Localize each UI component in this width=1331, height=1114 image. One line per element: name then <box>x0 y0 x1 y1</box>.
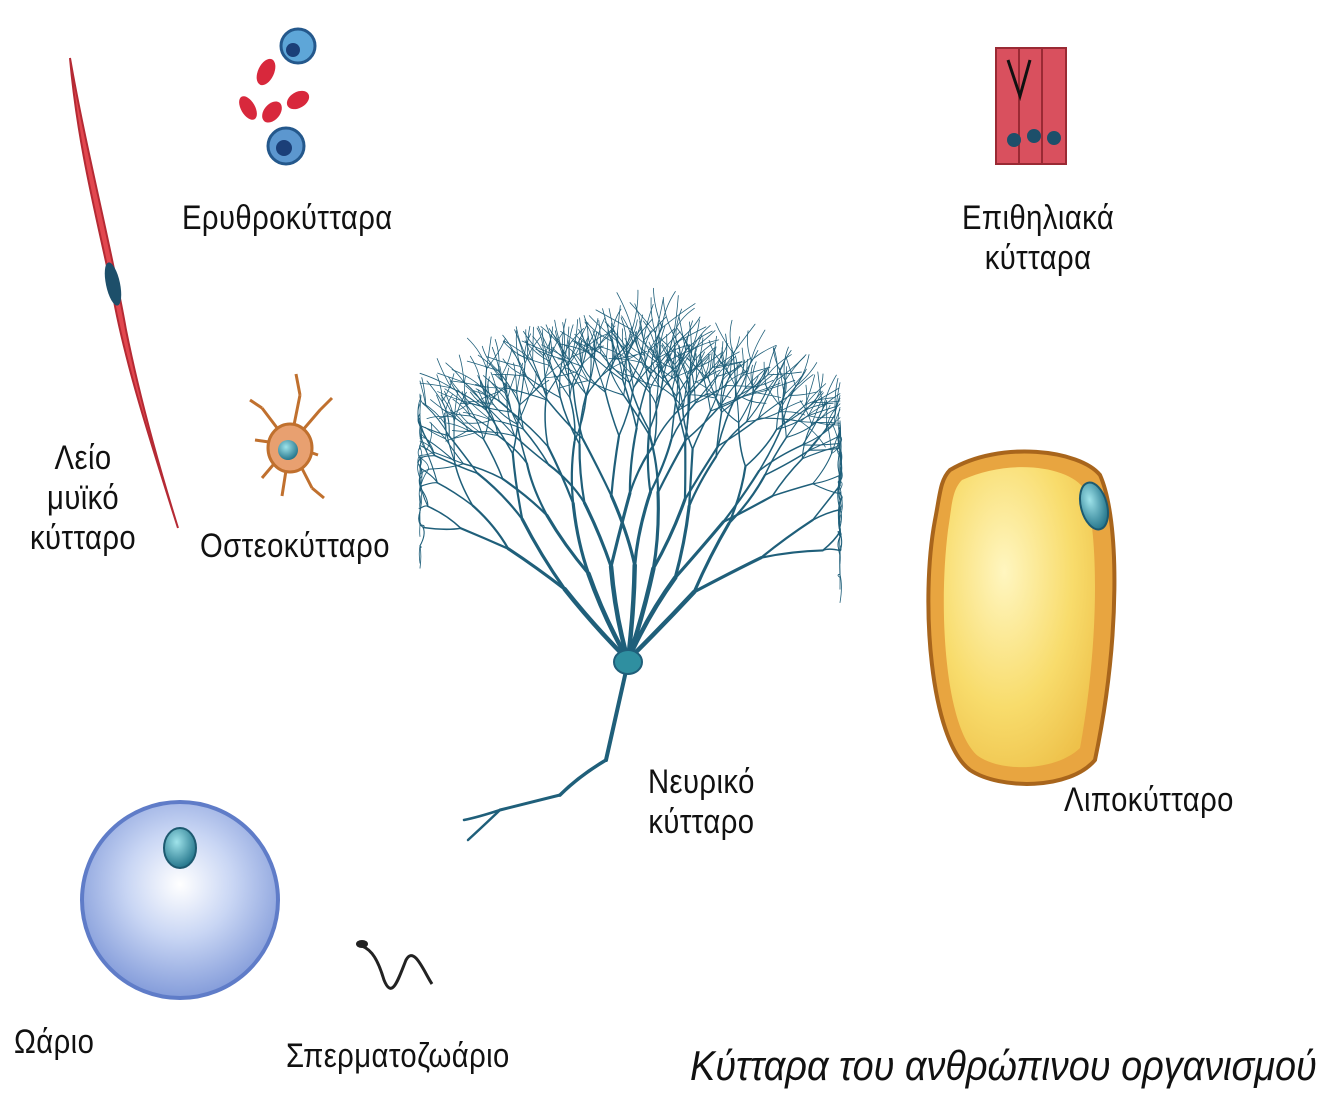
dendrite-branch <box>689 457 716 507</box>
dendrite-branch <box>686 406 721 441</box>
dendrite-branch <box>629 383 649 431</box>
dendrite-branch <box>747 331 751 361</box>
diagram-caption: Κύτταρα του ανθρώπινου οργανισμού <box>690 1042 1317 1090</box>
erythrocyte-cluster <box>235 29 315 164</box>
dendrite-branch <box>428 506 461 528</box>
dendrite-branch <box>545 395 548 447</box>
dendrite-branch <box>758 380 776 418</box>
dendrite-branch <box>420 483 437 487</box>
dendrite-branch <box>588 574 628 660</box>
adipocyte-cell <box>928 451 1114 783</box>
dendrite-branch <box>473 506 508 549</box>
dendrite-branch <box>758 418 800 421</box>
dendrite-branch <box>508 549 564 589</box>
dendrite-branch <box>733 324 755 353</box>
dendrite-branch <box>834 423 840 424</box>
dendrite-branch <box>813 475 840 483</box>
label-smooth-muscle: Λείο μυϊκό κύτταρο <box>30 438 136 558</box>
dendrite-branch <box>533 327 534 360</box>
epithelial-cells <box>996 48 1066 164</box>
dendrite-branch <box>606 662 628 760</box>
dendrite-branch <box>723 471 759 522</box>
dendrite-branch <box>560 357 563 398</box>
dendrite-branch <box>538 326 551 353</box>
dendrite-branch <box>522 519 564 589</box>
dendrite-branch <box>812 405 830 424</box>
dendrite-branch <box>606 324 608 358</box>
dendrite-branch <box>617 293 632 330</box>
dendrite-branch <box>583 439 611 496</box>
dendrite-branch <box>437 483 472 506</box>
dendrite-branch <box>751 330 765 360</box>
dendrite-branch <box>679 316 686 350</box>
dendrite-branch <box>459 355 464 382</box>
dendrite-branch <box>716 398 739 422</box>
dendrite-branch <box>635 492 651 565</box>
dendrite-branch <box>500 795 560 810</box>
dendrite-branch <box>547 515 589 573</box>
dendrite-branch <box>823 532 840 551</box>
label-sperm: Σπερματοζωάριο <box>286 1036 510 1076</box>
dendrite-branch <box>823 549 840 550</box>
neuron-cell <box>418 288 843 840</box>
dendrite-branch <box>529 371 536 395</box>
dendrite-branch <box>454 390 458 421</box>
label-neuron: Νευρικό κύτταρο <box>648 762 755 842</box>
dendrite-branch <box>611 436 619 496</box>
dendrite-branch <box>813 484 840 494</box>
dendrite-branch <box>549 465 585 503</box>
dendrite-branch <box>419 546 420 563</box>
ovum-cell <box>82 802 278 998</box>
dendrite-branch <box>584 503 611 567</box>
sperm-cell <box>356 940 432 988</box>
dendrite-branch <box>729 475 765 523</box>
dendrite-branch <box>527 463 547 515</box>
dendrite-branch <box>663 297 673 334</box>
dendrite-branch <box>813 454 832 484</box>
dendrite-branch <box>653 492 658 568</box>
dendrite-branch <box>751 345 776 360</box>
dendrite-branch <box>733 353 735 397</box>
neuron-soma <box>614 650 642 674</box>
dendrite-branch <box>814 401 840 403</box>
dendrite-branch <box>693 411 711 449</box>
dendrite-branch <box>503 479 547 515</box>
dendrite-branch <box>423 528 461 530</box>
dendrite-branch <box>580 444 585 503</box>
dendrite-branch <box>420 383 451 388</box>
dendrite-branch <box>823 375 836 408</box>
dendrite-branch <box>420 373 451 388</box>
dendrite-branch <box>730 320 733 353</box>
dendrite-branch <box>772 484 812 496</box>
label-ovum: Ωάριο <box>14 1022 94 1062</box>
dendrite-branch <box>816 408 837 422</box>
label-epithelial: Επιθηλιακά κύτταρα <box>962 198 1114 278</box>
dendrite-branch <box>454 432 479 439</box>
dendrite-branch <box>572 442 575 504</box>
dendrite-branch <box>560 760 606 795</box>
dendrite-branch <box>463 412 491 420</box>
label-adipocyte: Λιποκύτταρο <box>1064 780 1234 820</box>
dendrite-branch <box>694 558 761 592</box>
dendrite-branch <box>786 410 805 437</box>
dendrite-branch <box>605 392 619 436</box>
dendrite-branch <box>426 423 432 451</box>
dendrite-branch <box>484 439 503 479</box>
dendrite-branch <box>595 360 605 392</box>
label-osteocyte: Οστεοκύτταρο <box>200 526 390 566</box>
dendrite-branch <box>492 347 501 376</box>
dendrite-branch <box>768 346 777 375</box>
dendrite-branch <box>420 546 421 568</box>
label-erythrocytes: Ερυθροκύτταρα <box>182 198 393 238</box>
dendrite-branch <box>780 368 785 394</box>
dendrite-branch <box>806 385 807 410</box>
dendrite-branch <box>422 378 426 406</box>
osteocyte-cell <box>250 374 332 498</box>
dendrite-branch <box>747 412 780 422</box>
dendrite-branch <box>478 355 501 377</box>
dendrite-branch <box>813 485 840 520</box>
dendrite-branch <box>420 528 424 546</box>
